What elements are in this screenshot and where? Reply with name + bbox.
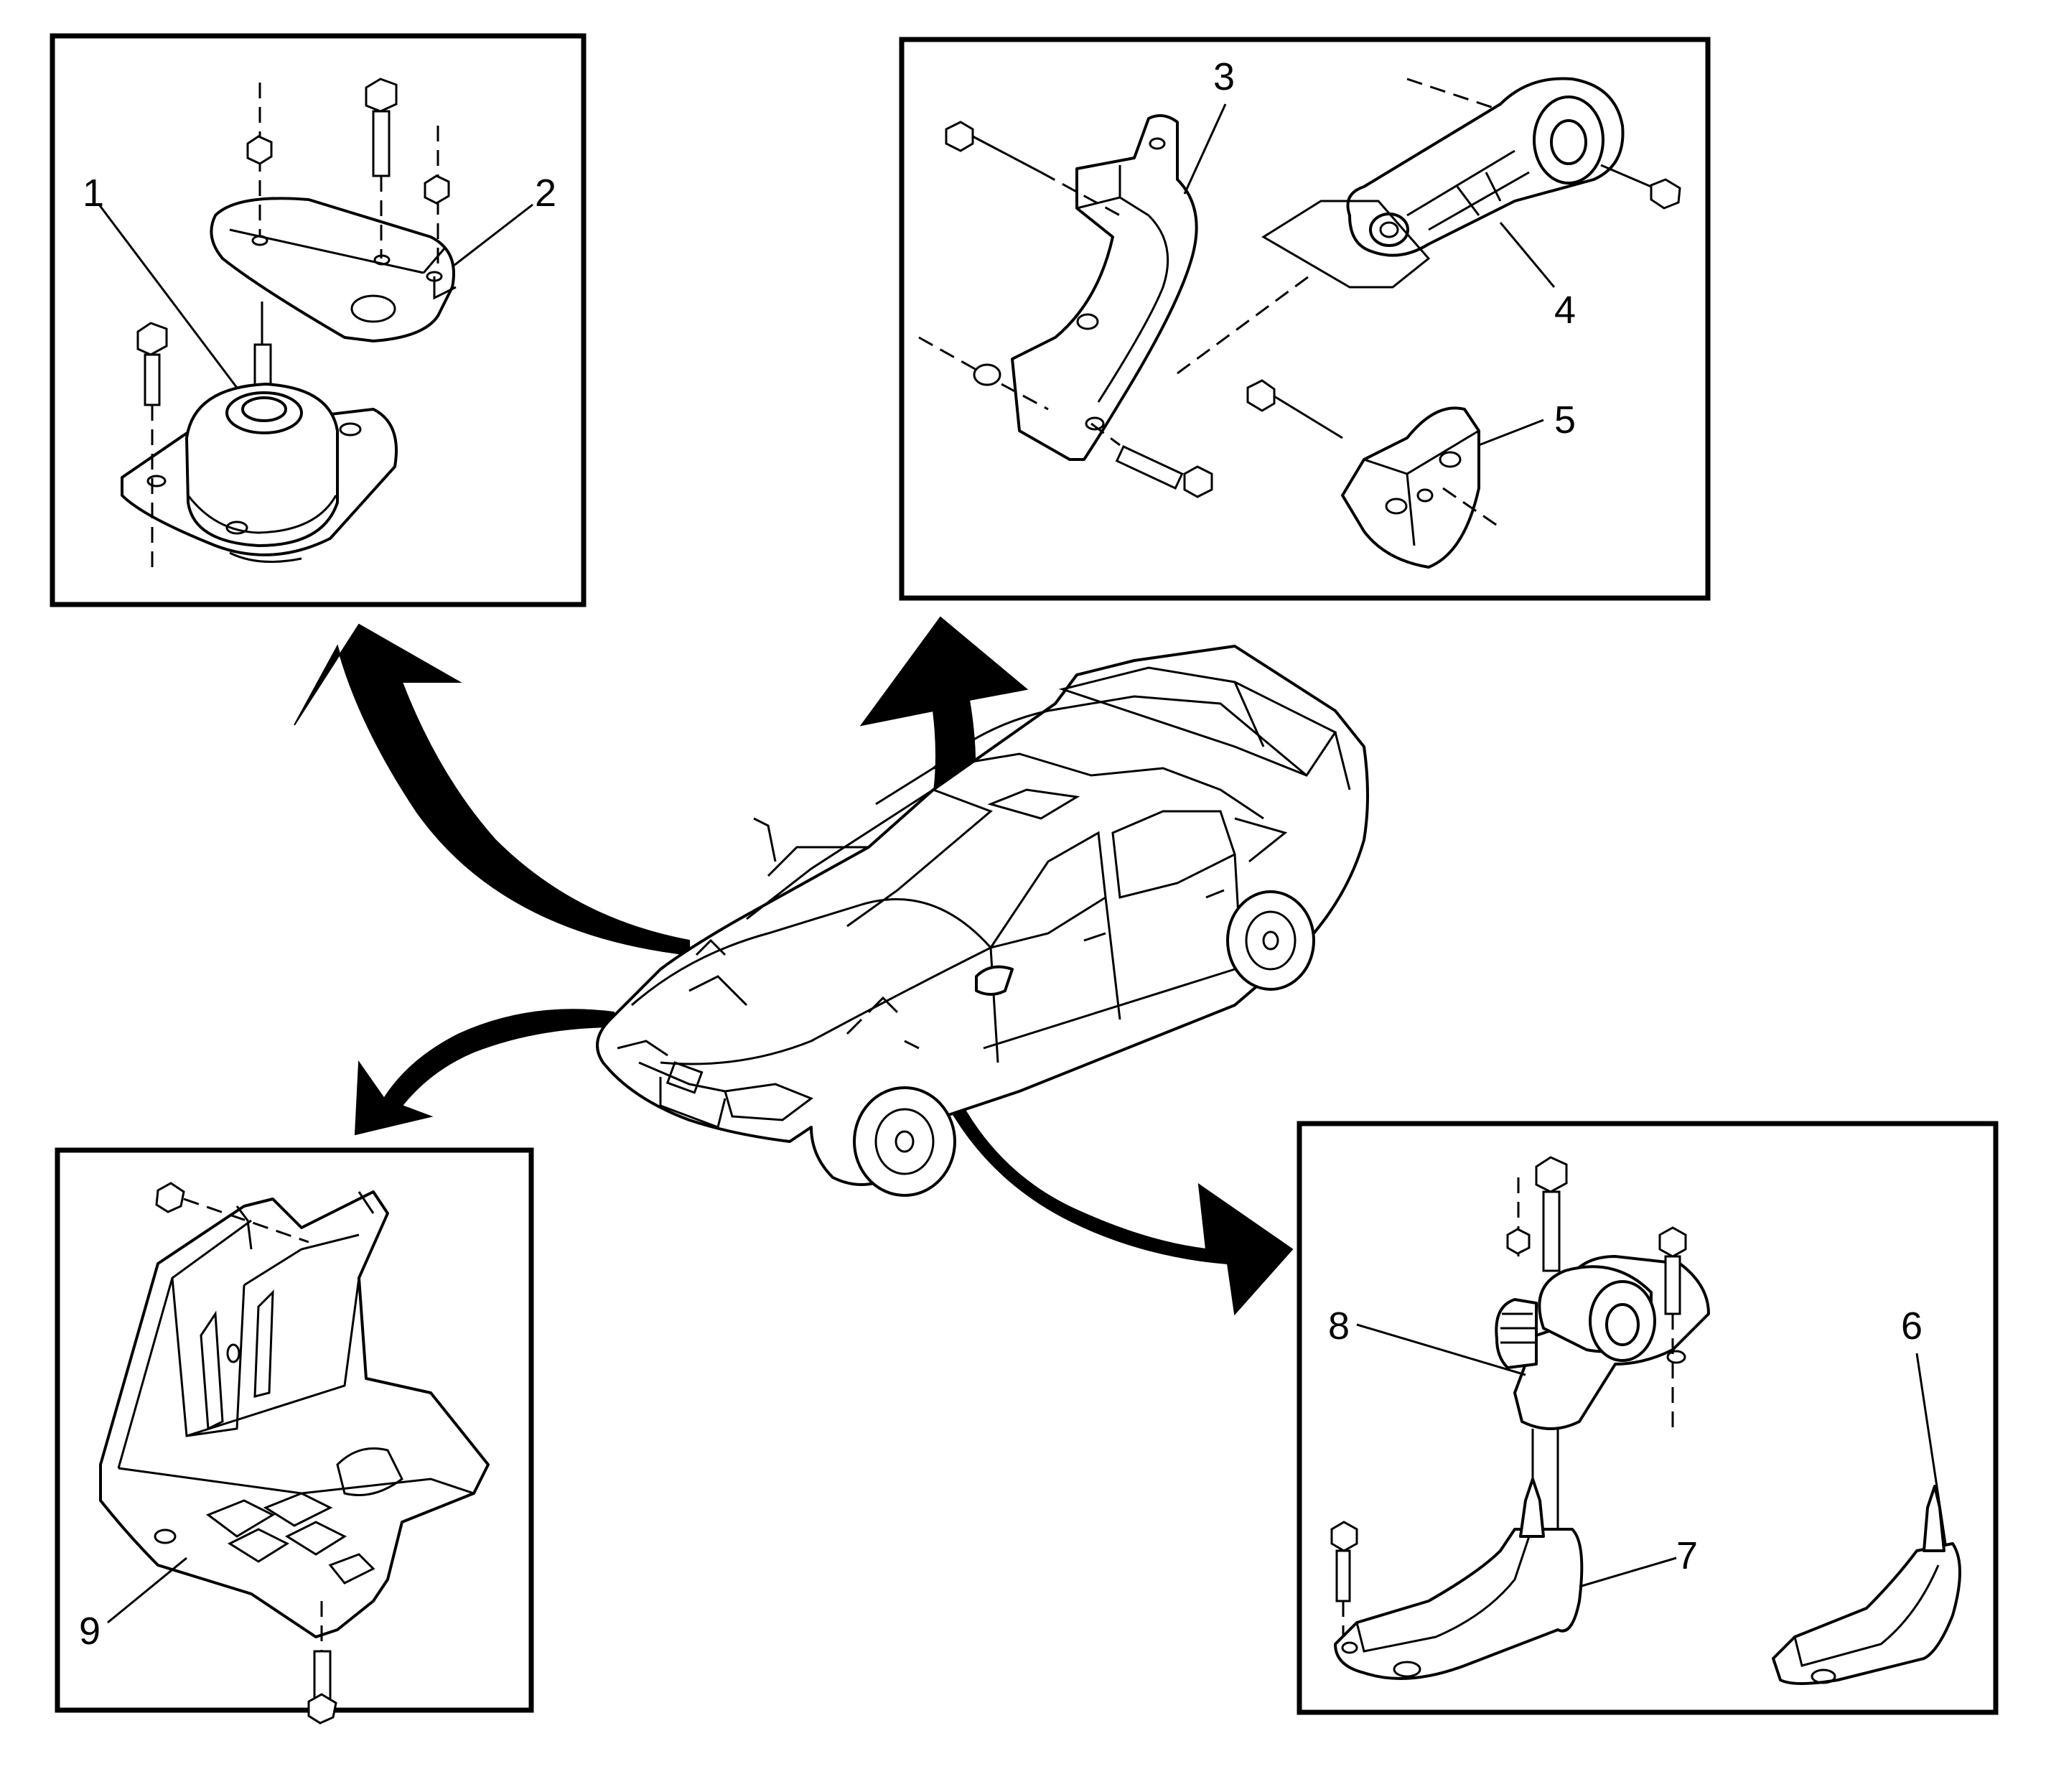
bracket-part-7: [1334, 1478, 1584, 1680]
panel-top-right: 3 4 5: [899, 37, 1711, 601]
side-mirror: [975, 965, 1014, 996]
callout-8: 8: [1328, 1305, 1350, 1348]
mount-fasteners: [1330, 1156, 1687, 1644]
grille: [638, 1061, 727, 1129]
callout-7: 7: [1676, 1534, 1698, 1577]
engine-bay-lines: [688, 938, 899, 1035]
leader-3: [1183, 103, 1227, 195]
bracket-part-3: [1011, 114, 1198, 461]
mount-bolt: [136, 322, 168, 574]
engine-mount-part-1: [121, 302, 398, 563]
vehicle-sedan: [596, 645, 1369, 1197]
car-body: [596, 645, 1369, 1186]
callout-1: 1: [83, 172, 104, 215]
front-window: [988, 831, 1107, 950]
callout-9: 9: [79, 1610, 101, 1653]
leader-7: [1579, 1557, 1677, 1588]
leader-2: [453, 203, 533, 267]
transmission-mount-part-8: [1495, 1255, 1710, 1430]
upper-bracket-part-2: [210, 197, 457, 342]
doors: [983, 854, 1243, 1063]
arrow-to-bottom-left: [354, 1009, 619, 1136]
leader-4: [1499, 222, 1556, 288]
callout-3: 3: [1213, 55, 1235, 98]
splash-shield-part-9: [99, 1190, 490, 1638]
windshield: [746, 788, 993, 928]
sunroof: [987, 788, 1080, 820]
reference-plane: [1261, 200, 1431, 289]
shield-fasteners: [155, 1182, 337, 1725]
panel-bottom-right: 8 7 6: [1297, 1121, 1999, 1715]
arrow-to-bottom-right: [939, 1091, 1294, 1316]
torque-strut-part-4: [1346, 77, 1681, 257]
bracket-part-6: [1772, 1485, 1961, 1685]
callout-6: 6: [1901, 1305, 1923, 1348]
headlight: [724, 1083, 814, 1121]
bracket-bolt: [365, 78, 398, 258]
callout-5: 5: [1554, 398, 1576, 442]
leader-1: [98, 204, 238, 388]
bracket-part-5: [1246, 379, 1501, 569]
hood: [631, 898, 993, 1065]
rear-wheel: [1226, 890, 1315, 991]
bracket-fasteners: [246, 78, 450, 273]
panel-top-left: 1 2: [50, 33, 587, 607]
leader-6: [1915, 1353, 1947, 1544]
curved-arrows: [294, 616, 1294, 1316]
bracket-fasteners: [918, 121, 1314, 498]
callout-2: 2: [535, 172, 556, 215]
front-wheel: [853, 1086, 956, 1197]
callout-4: 4: [1554, 289, 1576, 332]
leader-5: [1478, 419, 1544, 447]
leader-9: [107, 1557, 187, 1624]
leader-8: [1356, 1323, 1526, 1376]
panel-bottom-left: 9: [55, 1147, 534, 1725]
arrow-to-top-left: [294, 623, 690, 956]
